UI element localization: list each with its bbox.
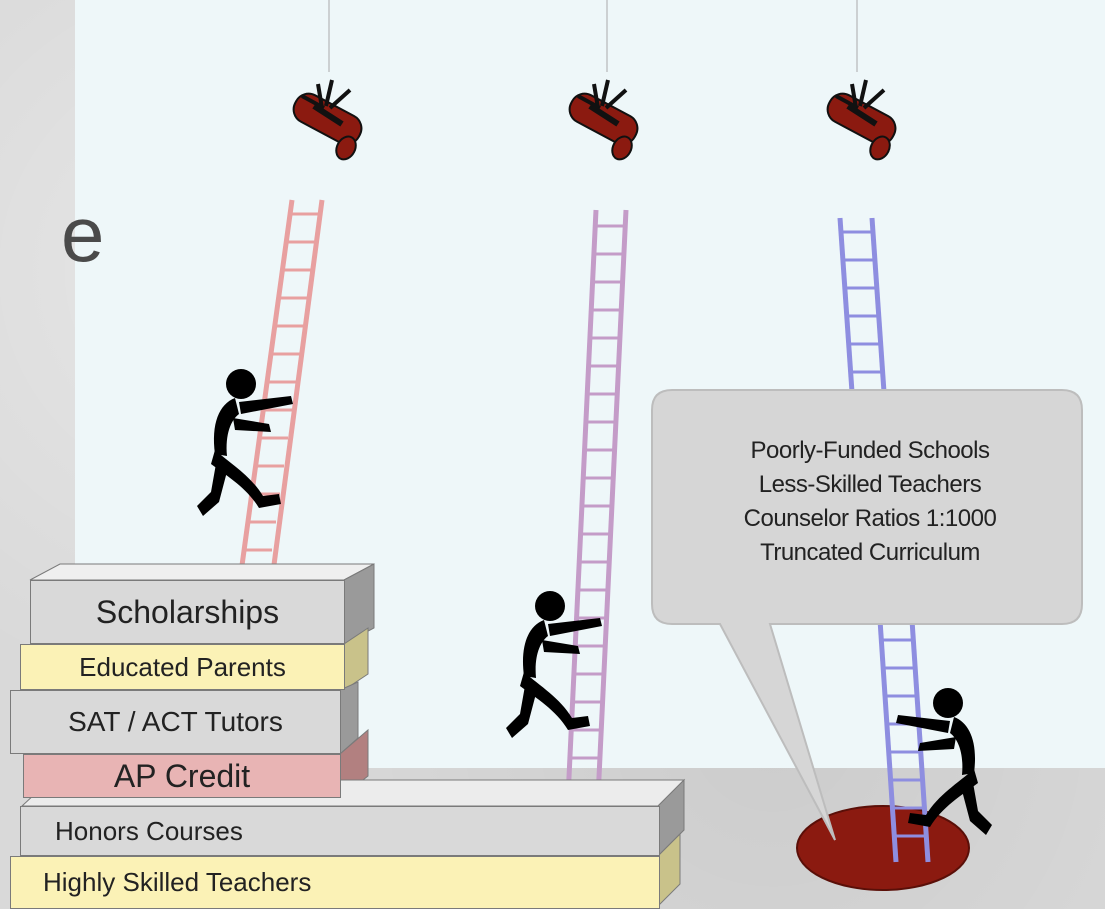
callout-text: Poorly-Funded Schools Less-Skilled Teach… — [690, 434, 1050, 570]
block-sat-act-tutors: SAT / ACT Tutors — [10, 690, 341, 754]
block-sat-act-tutors-label: SAT / ACT Tutors — [10, 690, 341, 754]
ladder-icon-right — [837, 217, 887, 393]
block-ap-credit: AP Credit — [23, 754, 341, 798]
callout-line-1: Poorly-Funded Schools — [750, 437, 990, 464]
block-scholarships: Scholarships — [30, 580, 345, 644]
block-honors-courses: Honors Courses — [20, 806, 660, 856]
diploma-icon — [565, 80, 643, 163]
ladder-icon-left — [237, 199, 325, 581]
block-educated-parents: Educated Parents — [20, 644, 345, 690]
callout-line-2: Less-Skilled Teachers — [758, 471, 982, 498]
diploma-icon — [823, 80, 901, 163]
ladder-icon-middle — [565, 209, 629, 799]
block-educated-parents-label: Educated Parents — [20, 644, 345, 690]
block-honors-courses-label: Honors Courses — [20, 806, 660, 856]
block-ap-credit-label: AP Credit — [23, 754, 341, 798]
climber-figure-icon — [506, 591, 602, 738]
callout-line-3: Counselor Ratios 1:1000 — [743, 505, 997, 532]
block-highly-skilled-teachers-label: Highly Skilled Teachers — [10, 856, 660, 909]
partial-title-glyph: e — [61, 190, 105, 278]
speech-bubble — [651, 389, 1083, 841]
diploma-icon — [289, 80, 367, 163]
callout-line-4: Truncated Curriculum — [760, 539, 980, 566]
block-highly-skilled-teachers: Highly Skilled Teachers — [10, 856, 660, 909]
block-scholarships-label: Scholarships — [30, 580, 345, 644]
